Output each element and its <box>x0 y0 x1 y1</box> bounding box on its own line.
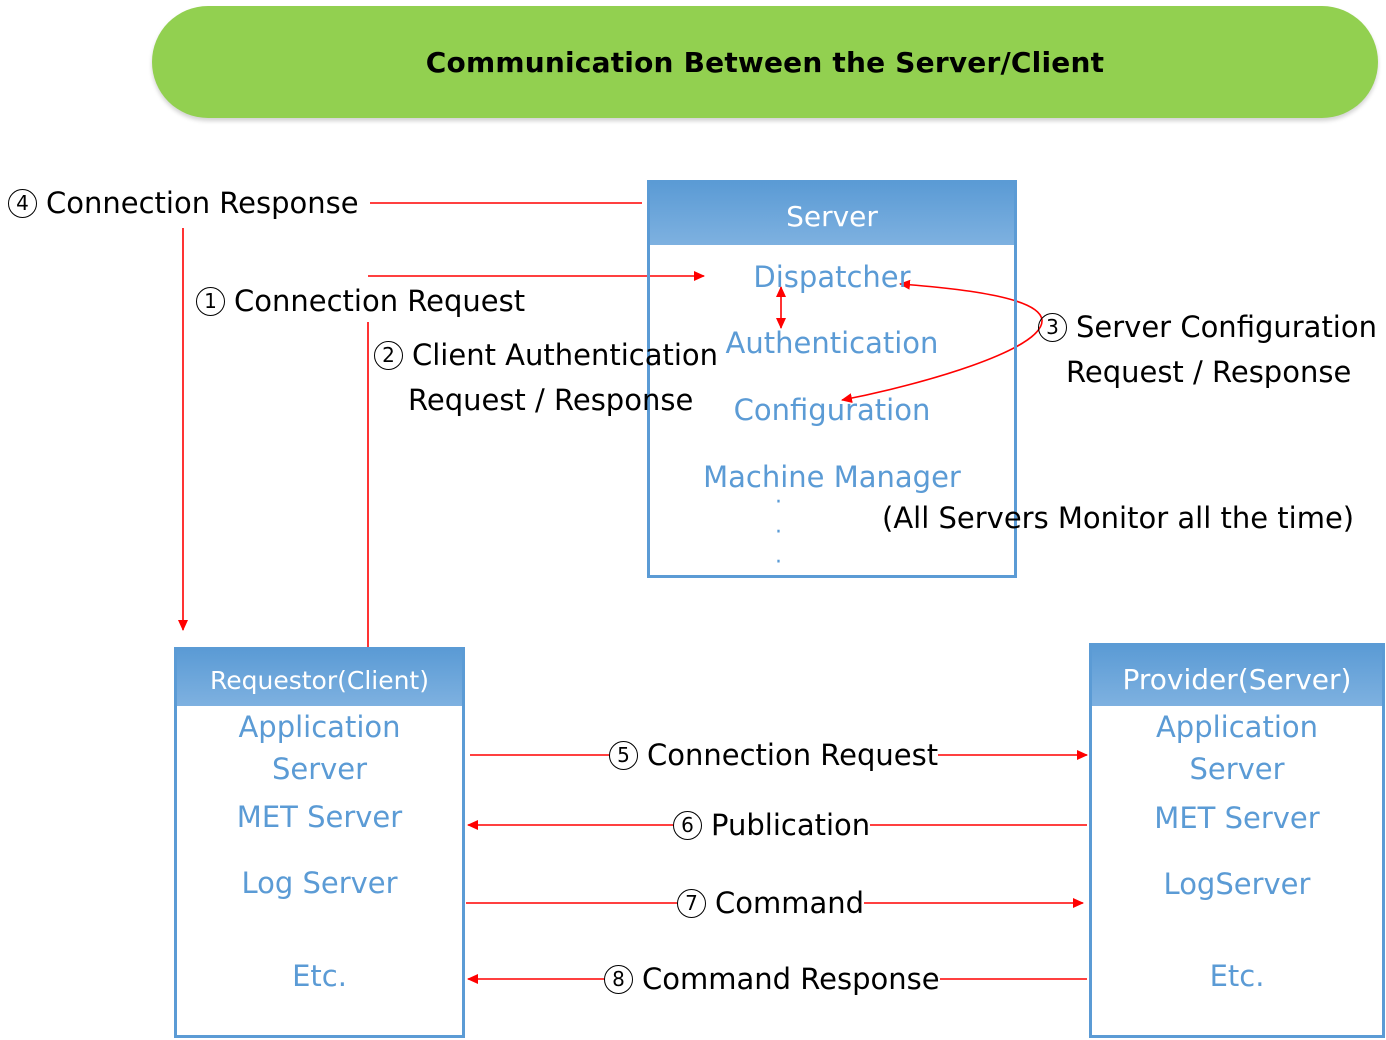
diagram-title: Communication Between the Server/Client <box>425 45 1105 79</box>
step1-label: 1 Connection Request <box>196 284 525 318</box>
step1-number: 1 <box>196 287 225 316</box>
provider-item-met-server: MET Server <box>1154 801 1320 835</box>
step7-text: Command <box>715 886 865 920</box>
requestor-header: Requestor(Client) <box>177 650 462 706</box>
server-item-machine-manager: Machine Manager <box>703 460 961 494</box>
monitor-note: (All Servers Monitor all the time) <box>882 501 1355 535</box>
step7-number: 7 <box>677 889 706 918</box>
step6-text: Publication <box>711 808 871 842</box>
provider-item-etc: Etc. <box>1209 959 1265 993</box>
step8-number: 8 <box>604 965 633 994</box>
step4-text: Connection Response <box>46 186 359 220</box>
provider-item-log-server: LogServer <box>1163 867 1311 901</box>
step4-number: 4 <box>8 189 37 218</box>
title-banner: Communication Between the Server/Client <box>152 6 1378 118</box>
step5-label: 5 Connection Request <box>609 738 939 772</box>
requestor-item-log-server: Log Server <box>241 866 398 900</box>
provider-item-application-server: Application Server <box>1155 710 1319 786</box>
step2-label-line2: Request / Response <box>408 383 694 417</box>
requestor-item-met-server: MET Server <box>236 800 403 834</box>
step2-number: 2 <box>374 341 403 370</box>
server-header: Server <box>650 183 1014 245</box>
requestor-box: Requestor(Client) Application Server MET… <box>174 647 465 1038</box>
step3-label-line2: Request / Response <box>1066 355 1352 389</box>
step8-text: Command Response <box>642 962 940 996</box>
step5-number: 5 <box>609 741 638 770</box>
requestor-item-application-server: Application Server <box>238 710 401 786</box>
server-item-dispatcher: Dispatcher <box>753 260 911 294</box>
step6-number: 6 <box>673 811 702 840</box>
server-ellipsis: ··· <box>775 490 782 575</box>
server-item-configuration: Configuration <box>733 393 931 427</box>
requestor-item-etc: Etc. <box>292 959 347 993</box>
step4-label: 4 Connection Response <box>8 186 359 220</box>
provider-box: Provider(Server) Application Server MET … <box>1089 643 1385 1038</box>
step2-text: Client Authentication <box>412 338 719 372</box>
step2-label: 2 Client Authentication <box>374 338 718 372</box>
step1-text: Connection Request <box>234 284 526 318</box>
step8-label: 8 Command Response <box>604 962 940 996</box>
step3-label: 3 Server Configuration <box>1038 310 1377 344</box>
step3-number: 3 <box>1038 313 1067 342</box>
step7-label: 7 Command <box>677 886 865 920</box>
provider-header: Provider(Server) <box>1092 646 1382 706</box>
step6-label: 6 Publication <box>673 808 871 842</box>
server-box: Server <box>647 180 1017 578</box>
step5-text: Connection Request <box>647 738 939 772</box>
step3-text: Server Configuration <box>1076 310 1377 344</box>
